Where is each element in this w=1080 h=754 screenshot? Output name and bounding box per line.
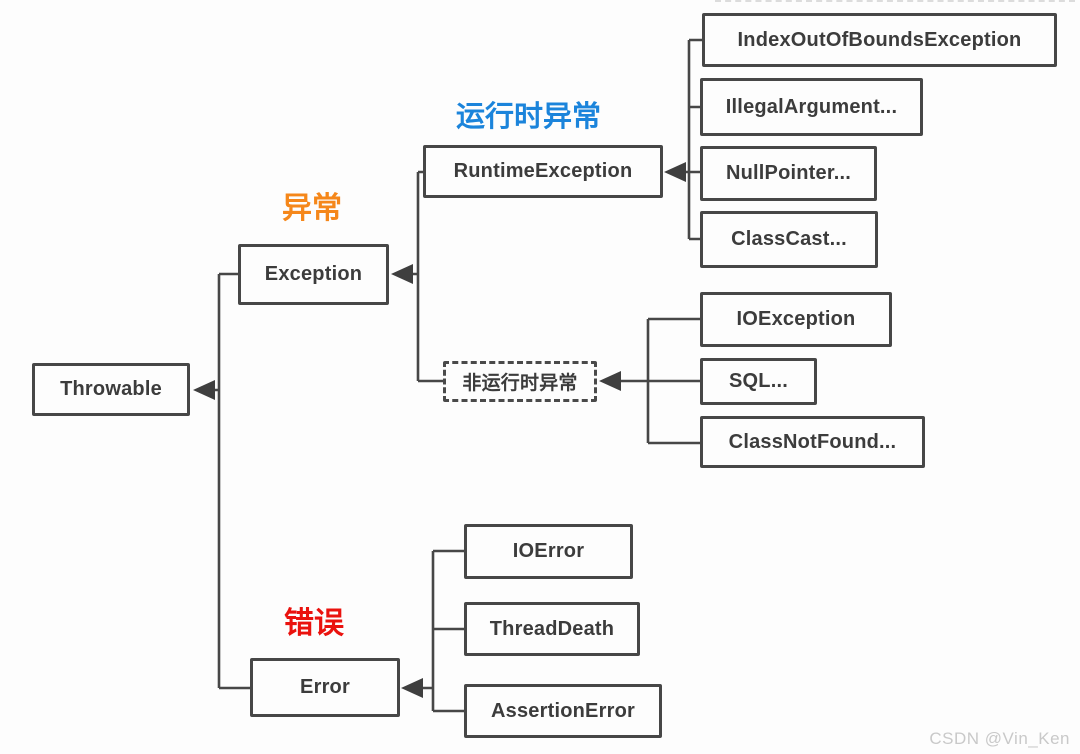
- node-thread-death: ThreadDeath: [464, 602, 640, 656]
- group-label-error: 错误: [284, 607, 344, 640]
- arrowhead-into-runtime-exception: [664, 162, 686, 182]
- edge-nonruntime-children: [619, 317, 700, 445]
- edge-throwable-children: [213, 272, 250, 690]
- edge-error-children: [421, 549, 464, 713]
- node-io-exception: IOException: [700, 292, 892, 347]
- node-class-not-found-exception: ClassNotFound...: [700, 416, 925, 468]
- group-label-exception: 异常: [282, 192, 342, 225]
- node-non-runtime-exception: 非运行时异常: [443, 361, 597, 402]
- cropped-dashed-edge: [715, 0, 1075, 2]
- edge-exception-children: [411, 170, 443, 383]
- node-error: Error: [250, 658, 400, 717]
- node-sql-exception: SQL...: [700, 358, 817, 405]
- node-assertion-error: AssertionError: [464, 684, 662, 738]
- group-label-runtime-exception: 运行时异常: [456, 101, 602, 133]
- arrowhead-into-throwable: [193, 380, 215, 400]
- node-exception: Exception: [238, 244, 389, 305]
- arrowhead-into-non-runtime: [599, 371, 621, 391]
- arrowhead-into-exception: [391, 264, 413, 284]
- edge-runtime-children: [683, 38, 702, 241]
- node-illegal-argument-exception: IllegalArgument...: [700, 78, 923, 136]
- node-index-out-of-bounds-exception: IndexOutOfBoundsException: [702, 13, 1057, 67]
- node-throwable: Throwable: [32, 363, 190, 416]
- arrowhead-into-error: [401, 678, 423, 698]
- node-null-pointer-exception: NullPointer...: [700, 146, 877, 201]
- node-class-cast-exception: ClassCast...: [700, 211, 878, 268]
- node-runtime-exception: RuntimeException: [423, 145, 663, 198]
- csdn-watermark: CSDN @Vin_Ken: [929, 729, 1070, 748]
- node-io-error: IOError: [464, 524, 633, 579]
